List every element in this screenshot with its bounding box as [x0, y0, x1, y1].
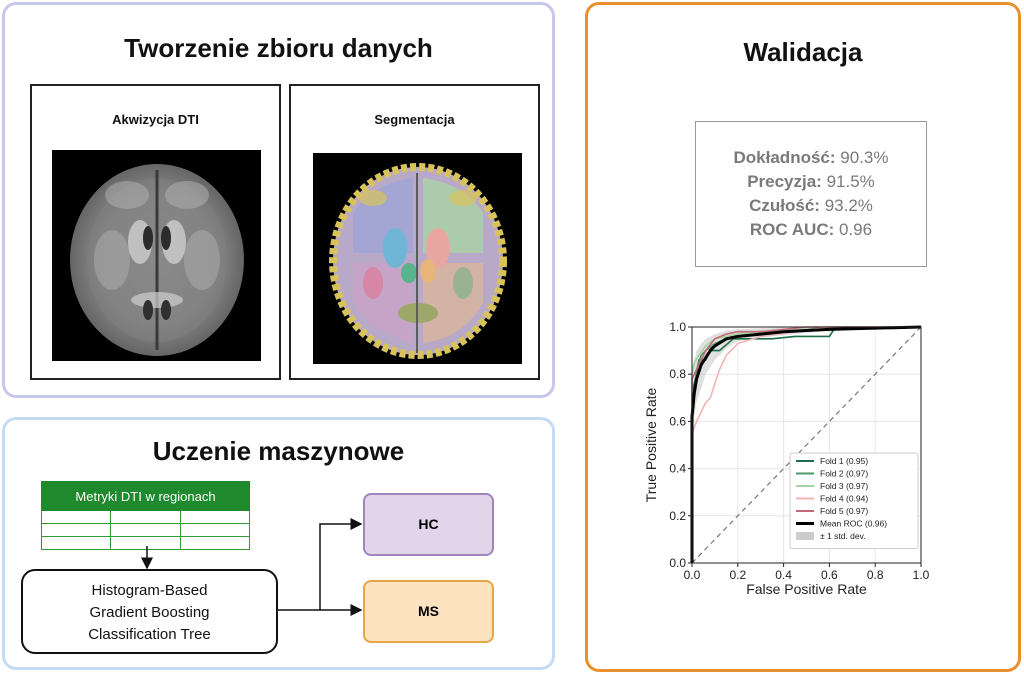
- class-hc-node: HC: [363, 493, 494, 556]
- roc-series-6: [690, 325, 922, 563]
- ml-title: Uczenie maszynowe: [152, 436, 405, 466]
- metric-precision: Precyzja: 91.5%: [747, 172, 875, 191]
- acquisition-box: Akwizycja DTI: [30, 84, 281, 380]
- segmentation-box: Segmentacja: [289, 84, 540, 380]
- roc-legend: Fold 1 (0.95) Fold 2 (0.97) Fold 3 (0.97) F…: [789, 452, 919, 549]
- segmented-brain-image: [313, 153, 522, 364]
- roc-std-band: [692, 327, 921, 434]
- legend-label: Fold 4 (0.94): [820, 494, 868, 504]
- y-tick-label: 0.0: [669, 556, 686, 570]
- std-band: [692, 327, 921, 434]
- classifier-line3: Classification Tree: [88, 626, 211, 643]
- dti-brain-image: [52, 150, 261, 361]
- x-tick-label: 0.4: [775, 568, 792, 582]
- metric-roc-auc: ROC AUC: 0.96: [749, 220, 873, 239]
- y-tick-label: 0.4: [669, 462, 686, 476]
- classifier-line1: Histogram-Based: [91, 582, 208, 599]
- dataset-title: Tworzenie zbioru danych: [124, 33, 433, 63]
- legend-label: Fold 2 (0.97): [820, 469, 868, 479]
- roc-chart: 0.00.0 0.2 0.2 0.4 0.4 0.6 0.6 0.8 0.8 1.0 1.0Fals…: [643, 320, 930, 597]
- x-axis-label: False Positive Rate: [746, 581, 867, 597]
- validation-panel: Walidacja Dokładność: 90.3% Precyzja: 91…: [585, 2, 1021, 672]
- metric-accuracy: Dokładność: 90.3%: [733, 148, 889, 167]
- legend-label: Mean ROC (0.96): [820, 519, 887, 529]
- dataset-panel: Tworzenie zbioru danych Akwizycja DTI: [2, 2, 555, 398]
- segmentation-label: Segmentacja: [374, 112, 455, 127]
- chance-line: [691, 326, 922, 564]
- validation-title: Walidacja: [743, 37, 863, 67]
- classifier-line2: Gradient Boosting: [89, 604, 210, 621]
- y-tick-label: 0.8: [669, 367, 686, 381]
- x-tick-label: 0.6: [821, 568, 838, 582]
- roc-series-5: [691, 326, 921, 563]
- metric-sensitivity: Czułość: 93.2%: [749, 196, 873, 215]
- y-tick-label: 0.6: [669, 414, 686, 428]
- metrics-table: Metryki DTI w regionach: [40, 481, 251, 550]
- roc-lines: [690, 325, 922, 564]
- acquisition-label: Akwizycja DTI: [112, 112, 199, 127]
- x-tick-label: 1.0: [913, 568, 930, 582]
- plot-frame: [691, 326, 922, 564]
- class-ms-node: MS: [363, 580, 494, 643]
- legend-box: [789, 452, 919, 549]
- legend-label: Fold 3 (0.97): [820, 481, 868, 491]
- legend-band-swatch: [796, 532, 814, 540]
- roc-axes: 0.00.0 0.2 0.2 0.4 0.4 0.6 0.6 0.8 0.8 1.0 1.0Fals…: [643, 320, 930, 597]
- y-axis-label: True Positive Rate: [643, 387, 659, 502]
- x-tick-label: 0.8: [867, 568, 884, 582]
- y-tick-label: 0.2: [669, 509, 686, 523]
- legend-label: Fold 5 (0.97): [820, 506, 868, 516]
- x-tick-label: 0.2: [729, 568, 746, 582]
- x-tick-label: 0.0: [684, 568, 701, 582]
- classifier-box: Histogram-Based Gradient Boosting Classi…: [21, 569, 278, 654]
- metrics-box: Dokładność: 90.3% Precyzja: 91.5% Czułoś…: [695, 121, 927, 267]
- legend-band-label: ± 1 std. dev.: [820, 531, 866, 541]
- legend-label: Fold 1 (0.95): [820, 456, 868, 466]
- metrics-table-header: Metryki DTI w regionach: [41, 481, 250, 511]
- y-tick-label: 1.0: [669, 320, 686, 334]
